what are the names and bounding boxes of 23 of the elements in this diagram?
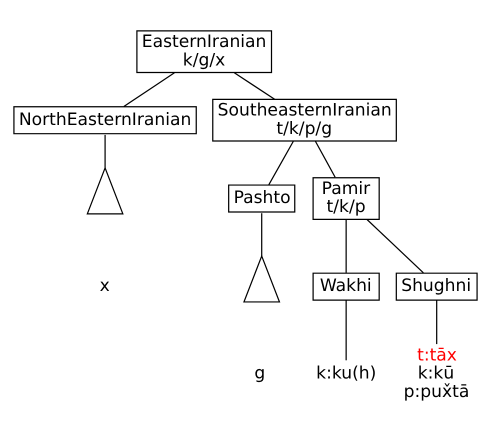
node-box: NorthEasternIranian — [12, 106, 196, 134]
node-triangle — [86, 166, 124, 214]
node-label: x — [99, 276, 110, 296]
connector — [345, 219, 346, 272]
connector — [123, 72, 174, 106]
connector — [345, 300, 346, 360]
connector — [314, 140, 336, 178]
node-triangle — [242, 254, 280, 302]
connector — [233, 72, 275, 100]
node-text: k:ku(h) — [316, 363, 376, 384]
node-label: g — [254, 363, 265, 384]
node-box: Wakhi — [312, 272, 380, 300]
node-text: t:tāx k:kū p:pux̌tā — [403, 344, 469, 402]
node-box: EasternIranian k/g/x — [136, 30, 272, 73]
node-box: Pashto — [228, 184, 295, 212]
node-box: Pamir t/k/p — [312, 176, 380, 220]
connector — [104, 134, 106, 168]
connector — [436, 300, 437, 344]
connector — [366, 218, 424, 273]
node-box: Shughni — [395, 272, 478, 300]
connector — [268, 140, 294, 184]
node-box: SoutheasternIranian t/k/p/g — [212, 98, 396, 142]
connector — [260, 212, 262, 256]
